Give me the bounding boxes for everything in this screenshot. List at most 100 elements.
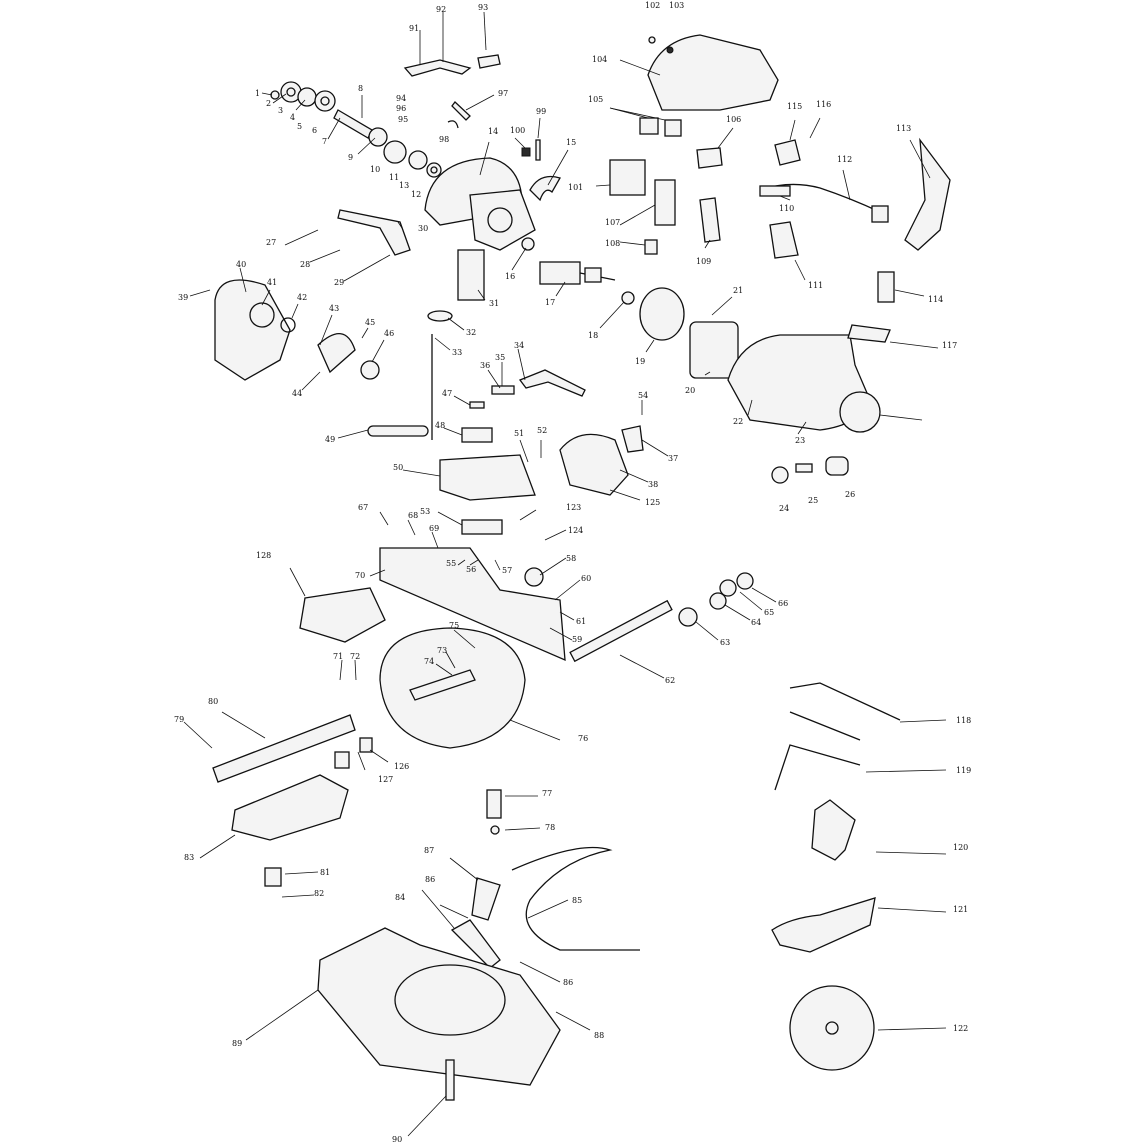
bearing-16-shape [521, 237, 535, 251]
callout-27: 27 [266, 238, 276, 247]
callout-98: 98 [439, 135, 449, 144]
callout-68: 68 [408, 511, 418, 520]
clamp-120-shape [811, 799, 856, 861]
callout-124: 124 [568, 526, 583, 535]
callout-7: 7 [322, 137, 327, 146]
stator-20-shape [689, 321, 739, 379]
key-119-shape [774, 744, 861, 791]
callout-71: 71 [333, 652, 343, 661]
rod-49-shape [367, 425, 429, 437]
part-117-shape [847, 324, 891, 343]
spring-114-shape [877, 271, 895, 303]
motor-housing-22-shape [727, 334, 871, 431]
screw-47-shape [469, 401, 485, 409]
callout-67: 67 [358, 503, 368, 512]
callout-19: 19 [635, 357, 645, 366]
callout-117: 117 [942, 341, 957, 350]
part-15-shape [529, 175, 561, 202]
callout-42: 42 [297, 293, 307, 302]
callout-3: 3 [278, 106, 283, 115]
callout-75: 75 [449, 621, 459, 630]
part-105a-shape [639, 117, 659, 135]
callout-107: 107 [605, 218, 620, 227]
callout-1: 1 [255, 89, 260, 98]
callout-25: 25 [808, 496, 818, 505]
callout-57: 57 [502, 566, 512, 575]
nut-100-shape [521, 147, 531, 157]
part-shapes [212, 34, 951, 1101]
callout-82: 82 [314, 889, 324, 898]
washer-66-shape [736, 572, 754, 590]
callout-30: 30 [418, 224, 428, 233]
switch-101-shape [609, 159, 646, 196]
callout-50: 50 [393, 463, 403, 472]
washer-64-shape [709, 592, 727, 610]
callout-40: 40 [236, 260, 246, 269]
part-103-shape [666, 46, 674, 54]
callout-106: 106 [726, 115, 741, 124]
callout-39: 39 [178, 293, 188, 302]
callout-77: 77 [542, 789, 552, 798]
callout-20: 20 [685, 386, 695, 395]
callout-114: 114 [928, 295, 943, 304]
part-37-shape [621, 425, 644, 453]
part-113-shape [904, 137, 951, 251]
callout-24: 24 [779, 504, 789, 513]
part-98-shape [447, 120, 459, 129]
callout-9: 9 [348, 153, 353, 162]
callout-60: 60 [581, 574, 591, 583]
callout-38: 38 [648, 480, 658, 489]
ball-78-shape [490, 825, 500, 835]
wrench-118b-shape [789, 711, 861, 741]
table-insert-shape [409, 669, 476, 701]
wrench-118-shape [789, 682, 901, 721]
part-41-shape [249, 302, 275, 328]
callout-88: 88 [594, 1031, 604, 1040]
gear-11-shape [408, 150, 428, 170]
bearing-12-hole-shape [430, 166, 438, 174]
callout-52: 52 [537, 426, 547, 435]
washer-65-shape [719, 579, 737, 597]
part-29-shape [337, 209, 411, 256]
part-87-shape [471, 877, 501, 921]
callout-45: 45 [365, 318, 375, 327]
callout-108: 108 [605, 239, 620, 248]
part-115-shape [774, 139, 801, 166]
callout-123: 123 [566, 503, 581, 512]
brush-25-shape [795, 463, 813, 473]
callout-47: 47 [442, 389, 452, 398]
callout-66: 66 [778, 599, 788, 608]
callout-120: 120 [953, 843, 968, 852]
callout-103: 103 [669, 1, 684, 10]
pointer-85-shape [511, 846, 640, 951]
callout-22: 22 [733, 417, 743, 426]
callout-127: 127 [378, 775, 393, 784]
pivot-block-50-shape [439, 454, 536, 501]
part-126-shape [359, 737, 373, 753]
callout-28: 28 [300, 260, 310, 269]
callout-58: 58 [566, 554, 576, 563]
callout-26: 26 [845, 490, 855, 499]
callout-74: 74 [424, 657, 434, 666]
plate-48-shape [461, 427, 493, 443]
cord-guard-110-shape [759, 185, 791, 197]
callout-92: 92 [436, 5, 446, 14]
callout-90: 90 [392, 1135, 402, 1144]
callout-115: 115 [787, 102, 802, 111]
callout-86b: 86 [563, 978, 573, 987]
baffle-19-shape [639, 287, 685, 341]
callout-102: 102 [645, 1, 660, 10]
callout-59: 59 [572, 635, 582, 644]
callout-41: 41 [267, 278, 277, 287]
part-127-shape [334, 751, 350, 769]
dust-bag-121-shape [771, 897, 876, 953]
callout-43: 43 [329, 304, 339, 313]
part-105b-shape [664, 119, 682, 137]
callout-116: 116 [816, 100, 831, 109]
leader-lines [183, 11, 947, 1137]
callout-122: 122 [953, 1024, 968, 1033]
callout-5: 5 [297, 122, 302, 131]
part-44-shape [317, 333, 356, 374]
